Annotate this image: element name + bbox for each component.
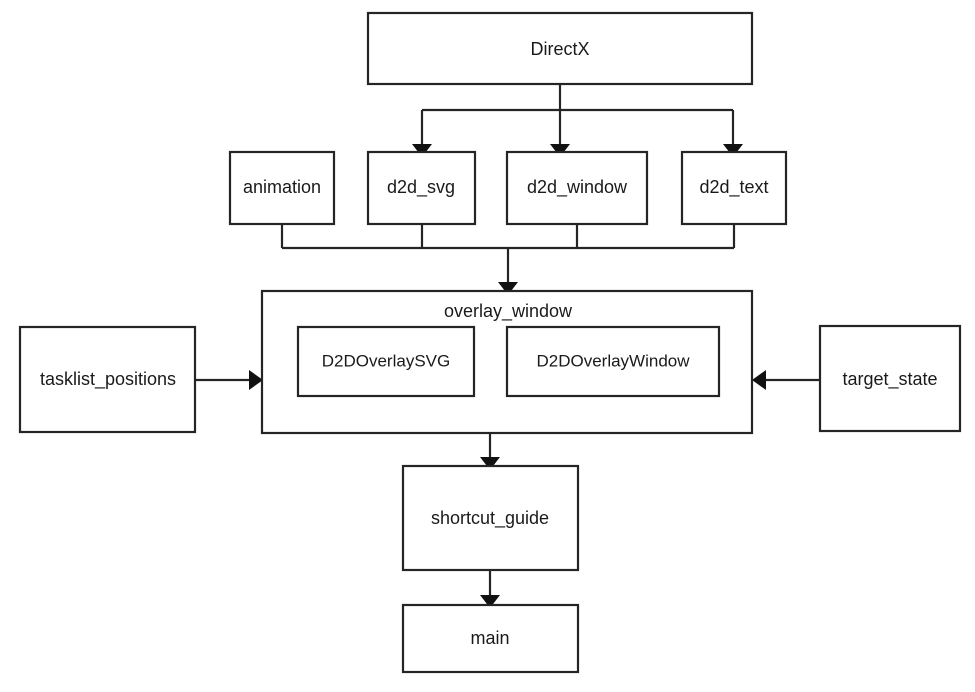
node-d2d-overlay-svg-label: D2DOverlaySVG: [322, 351, 450, 370]
node-main-label: main: [470, 628, 509, 648]
node-d2d-overlay-window[interactable]: D2DOverlayWindow: [505, 325, 721, 398]
edge-tasklist-overlay: [195, 370, 263, 390]
edge-shortcutguide-main: [480, 570, 500, 608]
arrowhead-icon: [412, 144, 432, 157]
node-main[interactable]: main: [401, 603, 580, 674]
arrowhead-icon: [480, 457, 500, 470]
arrowhead-icon: [498, 282, 518, 295]
node-d2d-text-label: d2d_text: [699, 177, 768, 198]
arrowhead-icon: [752, 370, 766, 390]
node-animation[interactable]: animation: [228, 150, 336, 226]
edge-directx-fanout: [412, 84, 743, 157]
node-overlay-window-label: overlay_window: [444, 301, 573, 322]
node-target-state[interactable]: target_state: [818, 324, 962, 433]
node-animation-label: animation: [243, 177, 321, 197]
arrowhead-icon: [480, 595, 500, 608]
node-d2d-window-label: d2d_window: [527, 177, 628, 198]
edge-targetstate-overlay: [752, 370, 820, 390]
edge-row2-merge: [280, 224, 736, 295]
node-d2d-text[interactable]: d2d_text: [680, 150, 788, 226]
node-shortcut-guide[interactable]: shortcut_guide: [401, 464, 580, 572]
node-tasklist-positions-label: tasklist_positions: [40, 369, 176, 390]
node-d2d-overlay-window-label: D2DOverlayWindow: [536, 351, 690, 370]
arrowhead-icon: [249, 370, 263, 390]
node-d2d-window[interactable]: d2d_window: [505, 150, 649, 226]
node-target-state-label: target_state: [842, 369, 937, 390]
node-tasklist-positions[interactable]: tasklist_positions: [18, 325, 197, 434]
node-d2d-svg-label: d2d_svg: [387, 177, 455, 198]
node-directx-label: DirectX: [530, 39, 589, 59]
node-shortcut-guide-label: shortcut_guide: [431, 508, 549, 529]
arrowhead-icon: [723, 144, 743, 157]
edge-overlay-shortcutguide: [480, 433, 500, 470]
node-d2d-svg[interactable]: d2d_svg: [366, 150, 477, 226]
node-d2d-overlay-svg[interactable]: D2DOverlaySVG: [296, 325, 476, 398]
arrowhead-icon: [550, 144, 570, 157]
node-directx[interactable]: DirectX: [366, 11, 754, 86]
